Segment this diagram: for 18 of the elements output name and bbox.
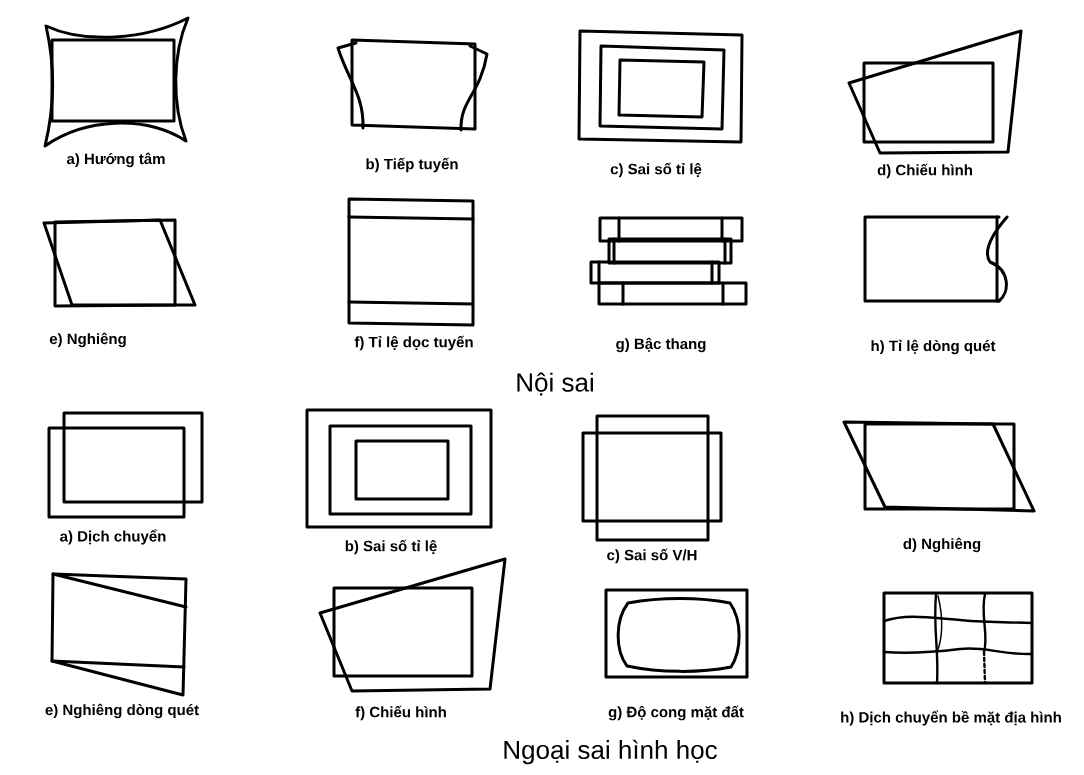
section-heading: Ngoại sai hình học: [504, 739, 717, 765]
caption: b) Tiếp tuyến: [366, 157, 458, 173]
caption: g) Bậc thang: [616, 337, 706, 353]
caption: e) Nghiêng dòng quét: [45, 703, 199, 719]
caption: d) Chiếu hình: [877, 163, 972, 179]
caption: e) Nghiêng: [49, 332, 126, 348]
caption: h) Dịch chuyển bề mặt địa hình: [841, 710, 1061, 726]
caption: c) Sai số V/H: [607, 548, 697, 564]
caption: f) Tỉ lệ dọc tuyến: [354, 335, 473, 351]
caption: g) Độ cong mặt đất: [608, 705, 744, 721]
caption: d) Nghiêng: [903, 537, 981, 553]
caption: h) Tỉ lệ dòng quét: [871, 339, 996, 355]
caption: a) Dịch chuyển: [60, 529, 166, 545]
section-heading: Nội sai: [517, 372, 593, 396]
caption: a) Hướng tâm: [66, 152, 165, 168]
caption: f) Chiếu hình: [355, 705, 446, 721]
caption: c) Sai số tỉ lệ: [610, 162, 702, 178]
caption: b) Sai số tỉ lệ: [345, 539, 437, 555]
